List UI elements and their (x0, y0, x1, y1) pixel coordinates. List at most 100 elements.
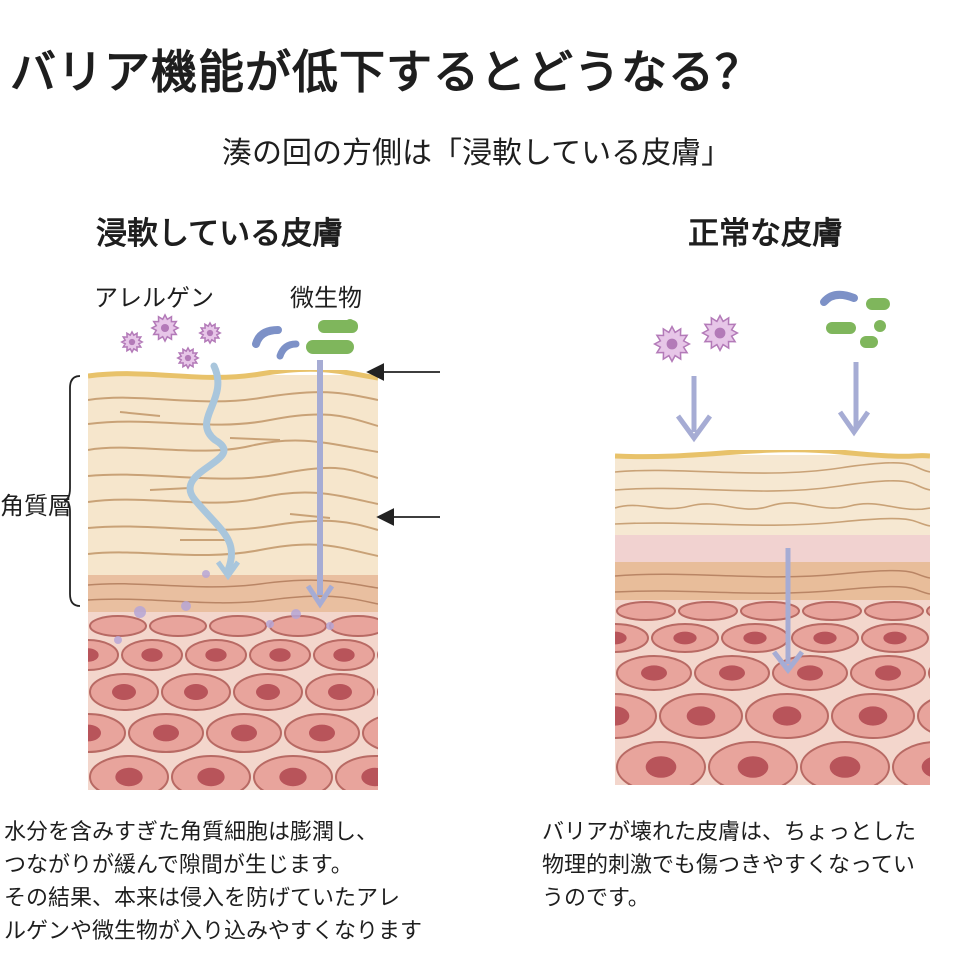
cell-nucleus (813, 631, 837, 645)
allergen-core (184, 354, 192, 362)
skin-cell (802, 601, 862, 621)
cell-nucleus (88, 648, 99, 662)
skin-cell (362, 716, 378, 750)
cell-nucleus (719, 665, 745, 681)
right-allergen-particles (653, 314, 739, 363)
cell-nucleus (953, 632, 976, 645)
cell-nucleus (256, 684, 280, 700)
cell-nucleus (197, 767, 225, 787)
right-stratum (615, 455, 930, 540)
skin-cell (377, 687, 378, 697)
microbe-penetration-arrowhead (305, 584, 335, 609)
stratum-bracket (63, 375, 81, 607)
left-stratum-lines (88, 391, 378, 557)
page-title: バリア機能が低下するとどうなる？ (10, 45, 762, 99)
cell-nucleus (875, 665, 901, 681)
cell-nucleus (645, 756, 677, 778)
right-microbes (820, 290, 890, 348)
cell-nucleus (772, 706, 802, 726)
skin-cell (269, 615, 327, 637)
skin-cell (89, 615, 147, 637)
skin-cell (377, 650, 378, 660)
skin-cell (329, 615, 378, 637)
cell-nucleus (641, 665, 667, 681)
cell-nucleus (361, 767, 378, 787)
left-skin-block (88, 370, 515, 798)
allergen-blocked-arrowhead (675, 414, 713, 443)
cell-nucleus (673, 631, 697, 645)
skin-cell (932, 624, 980, 652)
cell-nucleus (88, 724, 101, 742)
right-cells (615, 601, 980, 785)
cell-nucleus (333, 648, 355, 662)
left-caption-line: その結果、本来は侵入を防げていたアレ (4, 886, 401, 911)
microbe-green-shape (866, 298, 890, 310)
skin-cell (88, 713, 126, 753)
skin-cell (390, 616, 446, 636)
normal-skin-inner-arrowhead (772, 650, 804, 675)
cell-nucleus (115, 767, 143, 787)
cell-nucleus (387, 725, 413, 742)
cell-nucleus (945, 706, 974, 725)
right-panel-heading: 正常な皮膚 (688, 216, 843, 252)
cell-nucleus (686, 706, 716, 726)
skin-cell (917, 699, 930, 733)
skin-cell (678, 601, 738, 621)
cell-nucleus (400, 684, 424, 700)
cell-nucleus (883, 631, 907, 645)
skin-cell (928, 667, 930, 679)
left-microbes (252, 319, 358, 360)
skin-cell (615, 623, 649, 653)
allergen-core (128, 338, 136, 346)
right-caption-line: うのです。 (542, 886, 650, 911)
left-panel-heading: 浸軟している皮膚 (96, 216, 344, 252)
cell-nucleus (743, 631, 767, 645)
cell-nucleus (397, 648, 418, 662)
skin-cell (209, 615, 267, 637)
microbe-green-shape (306, 340, 354, 354)
left-caption-line: ルゲンや微生物が入り込みやすくなります (4, 919, 423, 944)
skin-cell (740, 601, 800, 621)
cell-nucleus (279, 767, 307, 787)
skin-cell (88, 639, 119, 671)
microbe-blue-shape (276, 340, 300, 360)
microbe-blocked-arrowhead (837, 410, 871, 437)
cell-nucleus (443, 768, 470, 786)
skin-cell (441, 714, 515, 752)
cell-nucleus (328, 684, 352, 700)
microbe-green-shape (860, 336, 878, 348)
skin-cell (149, 615, 207, 637)
skin-cell (615, 693, 657, 739)
allergen-penetration-arrowhead (215, 560, 241, 581)
cell-nucleus (309, 724, 335, 742)
skin-cell (864, 601, 924, 621)
page-subtitle: 湊の回の方側は「浸軟している皮膚」 (222, 136, 732, 171)
cell-nucleus (615, 706, 630, 726)
right-pink-band (615, 535, 930, 565)
skin-cell (892, 741, 930, 785)
allergen-core (714, 327, 726, 339)
right-stratum-lines (615, 462, 930, 527)
cell-nucleus (472, 684, 496, 700)
cell-nucleus (153, 724, 179, 742)
allergen-core (206, 329, 214, 337)
stratum-layer-label: 角質層 (0, 492, 72, 520)
left-caption-line: 水分を含みすぎた角質細胞は膨潤し、 (4, 820, 379, 845)
cell-nucleus (858, 706, 888, 726)
right-surface-line (615, 450, 930, 460)
cell-nucleus (829, 756, 861, 778)
microbe-blue-shape (820, 290, 858, 306)
allergen-core (666, 338, 678, 350)
allergen-penetration-arrow (186, 362, 236, 574)
cell-nucleus (737, 756, 769, 778)
skin-cell (926, 605, 930, 617)
left-surface-line (88, 370, 378, 381)
cell-nucleus (184, 684, 208, 700)
microbe-green-shape (345, 319, 355, 329)
skin-cell (442, 640, 502, 670)
microbe-label: 微生物 (290, 284, 362, 312)
skin-cell (418, 756, 496, 798)
cell-nucleus (141, 648, 163, 662)
cell-nucleus (465, 725, 491, 742)
